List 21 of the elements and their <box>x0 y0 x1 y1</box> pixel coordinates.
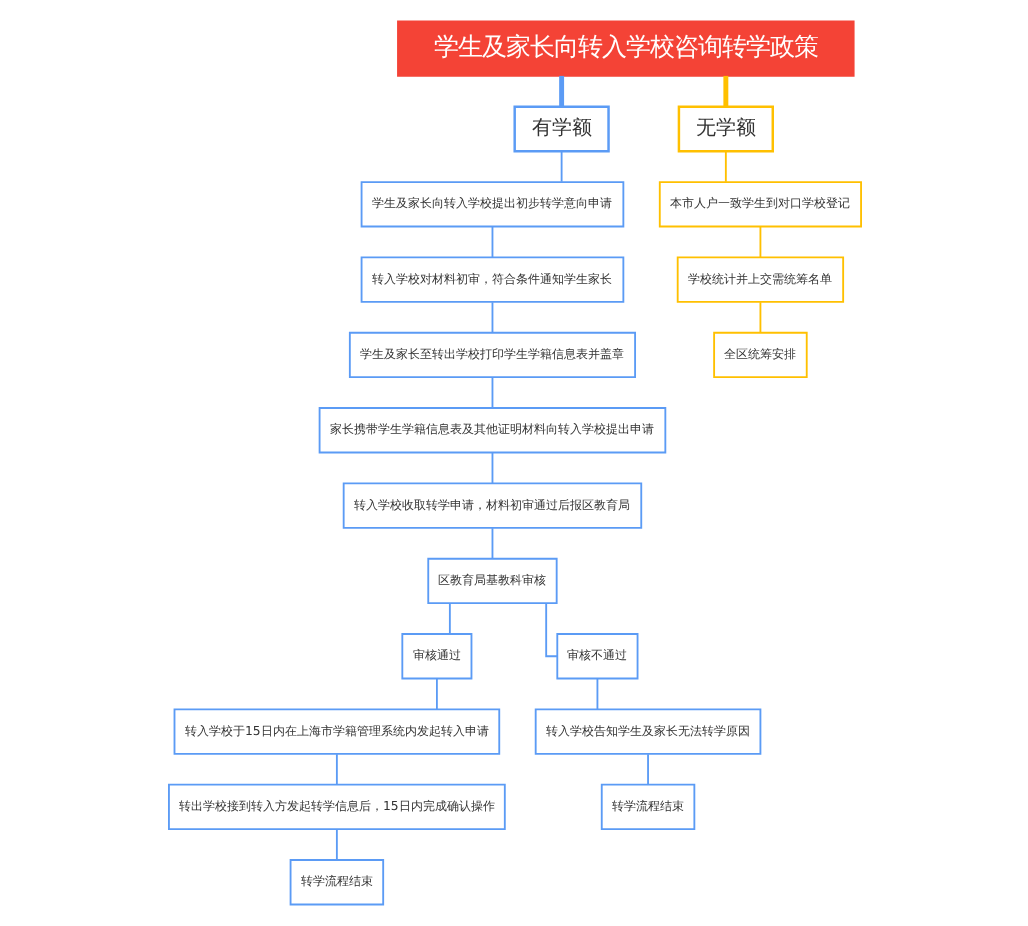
node-box: 有学额 <box>512 105 609 153</box>
connector <box>334 753 337 786</box>
connector <box>758 225 761 258</box>
connector <box>490 376 493 409</box>
connector <box>434 677 437 710</box>
node-box: 学生及家长向转入学校咨询转学政策 <box>396 20 854 77</box>
connector <box>490 527 493 560</box>
connector <box>758 301 761 334</box>
connector <box>490 451 493 484</box>
connector <box>558 75 564 107</box>
connector <box>559 150 562 183</box>
connector <box>334 828 337 861</box>
connector <box>490 301 493 334</box>
connector <box>595 677 598 710</box>
connector <box>723 150 726 183</box>
connector <box>447 602 450 635</box>
connector <box>722 75 728 107</box>
connector <box>544 602 557 658</box>
node-box: 无学额 <box>676 105 773 153</box>
connector <box>490 225 493 258</box>
connector <box>646 753 648 786</box>
